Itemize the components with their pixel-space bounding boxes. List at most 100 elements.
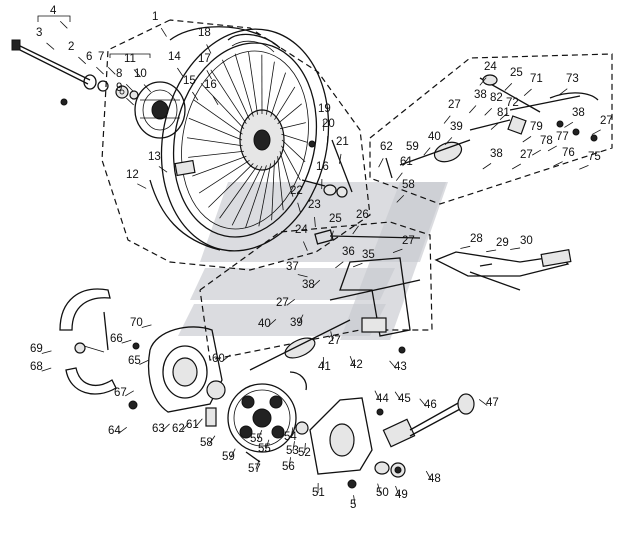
leader-lines bbox=[41, 20, 601, 506]
wheel-spoke bbox=[245, 165, 267, 229]
callout-40: 40 bbox=[428, 131, 441, 143]
leader-line bbox=[478, 399, 488, 406]
wheel-spoke bbox=[186, 137, 243, 147]
wheel-spoke bbox=[281, 139, 306, 163]
callout-4: 4 bbox=[50, 5, 57, 17]
callout-6: 6 bbox=[86, 51, 92, 63]
leader-line bbox=[511, 163, 522, 170]
callout-39: 39 bbox=[450, 121, 463, 133]
leader-line bbox=[389, 360, 397, 369]
wheel-assembly-boundary bbox=[101, 19, 371, 271]
leader-line bbox=[394, 391, 401, 401]
leader-line bbox=[419, 398, 427, 407]
hub-bolts bbox=[301, 139, 353, 198]
callout-23: 23 bbox=[308, 199, 321, 211]
callout-26: 26 bbox=[356, 209, 369, 221]
leader-line bbox=[352, 262, 363, 268]
leader-line bbox=[482, 163, 492, 170]
leader-line bbox=[312, 279, 321, 288]
leader-line bbox=[479, 77, 487, 86]
callout-54: 54 bbox=[284, 431, 297, 443]
leader-line bbox=[547, 145, 557, 152]
leader-line bbox=[181, 422, 190, 431]
callout-62: 62 bbox=[380, 141, 393, 153]
callout-38: 38 bbox=[302, 279, 315, 291]
wheel-spoke bbox=[219, 165, 258, 219]
wheel-spoke bbox=[221, 59, 250, 120]
leader-line bbox=[469, 105, 477, 114]
callout-72: 72 bbox=[506, 97, 519, 109]
leader-line bbox=[303, 241, 308, 251]
brake-drum-plate bbox=[134, 81, 186, 139]
callout-69: 69 bbox=[30, 343, 43, 355]
callout-76: 76 bbox=[562, 147, 575, 159]
callout-43: 43 bbox=[394, 361, 407, 373]
wheel-spoke bbox=[231, 165, 263, 226]
leader-line bbox=[212, 95, 219, 106]
leader-line bbox=[510, 247, 521, 250]
callout-8: 8 bbox=[116, 68, 122, 80]
leader-line bbox=[395, 172, 403, 181]
callout-63: 63 bbox=[152, 423, 165, 435]
axle bbox=[11, 15, 91, 85]
callout-57: 57 bbox=[248, 463, 261, 475]
leader-line bbox=[286, 298, 295, 306]
callout-50: 50 bbox=[376, 487, 389, 499]
callout-15: 15 bbox=[183, 75, 196, 87]
wheel-spoke bbox=[277, 156, 284, 211]
callout-68: 68 bbox=[30, 361, 43, 373]
leader-line bbox=[553, 161, 563, 167]
callout-47: 47 bbox=[486, 397, 499, 409]
leader-line bbox=[423, 147, 431, 156]
leader-line bbox=[209, 435, 216, 445]
leader-line bbox=[107, 66, 116, 75]
wheel-spoke bbox=[188, 150, 245, 158]
leader-line bbox=[41, 367, 52, 372]
sprocket bbox=[227, 371, 307, 453]
leader-line bbox=[304, 443, 306, 454]
callout-27: 27 bbox=[276, 297, 289, 309]
wheel-spoke bbox=[279, 122, 306, 130]
callout-71: 71 bbox=[530, 73, 543, 85]
callout-27: 27 bbox=[402, 235, 415, 247]
leader-line bbox=[292, 441, 295, 452]
wheel-spoke bbox=[188, 117, 243, 141]
leader-line bbox=[499, 112, 508, 120]
leader-line bbox=[126, 97, 134, 106]
callout-25: 25 bbox=[329, 213, 342, 225]
leader-line bbox=[160, 27, 167, 37]
leader-line bbox=[141, 324, 152, 328]
brake-panel bbox=[128, 326, 226, 427]
chain-adjuster bbox=[374, 393, 475, 478]
leader-line bbox=[522, 136, 532, 143]
callout-5: 5 bbox=[350, 499, 356, 511]
leader-line bbox=[206, 44, 212, 54]
callout-56: 56 bbox=[282, 461, 295, 473]
wheel-spoke bbox=[274, 86, 296, 120]
leader-line bbox=[222, 354, 231, 362]
wheel-spoke bbox=[266, 61, 275, 115]
callout-38: 38 bbox=[572, 107, 585, 119]
brake-shoes bbox=[59, 288, 140, 395]
callout-11: 11 bbox=[124, 53, 136, 65]
callout-81: 81 bbox=[497, 107, 510, 119]
callout-24: 24 bbox=[484, 61, 497, 73]
wheel-spoke bbox=[210, 69, 247, 125]
leader-line bbox=[443, 115, 451, 124]
callout-labels: 1 2 3 4 6 7 11 8 10 9 14 17 18 15 16 19 … bbox=[30, 5, 613, 511]
callout-3: 3 bbox=[36, 27, 42, 39]
callout-58: 58 bbox=[200, 437, 213, 449]
leader-line bbox=[118, 426, 127, 434]
leader-line bbox=[290, 427, 294, 438]
leader-line bbox=[192, 91, 199, 101]
leader-line bbox=[349, 355, 355, 366]
leader-line bbox=[297, 202, 301, 213]
callout-9: 9 bbox=[116, 82, 122, 94]
callout-61: 61 bbox=[186, 419, 199, 431]
callout-64: 64 bbox=[108, 425, 121, 437]
leader-line bbox=[78, 56, 87, 65]
callout-55: 55 bbox=[258, 443, 271, 455]
callout-14: 14 bbox=[168, 51, 181, 63]
callout-59: 59 bbox=[222, 451, 235, 463]
callout-1: 1 bbox=[152, 11, 158, 23]
